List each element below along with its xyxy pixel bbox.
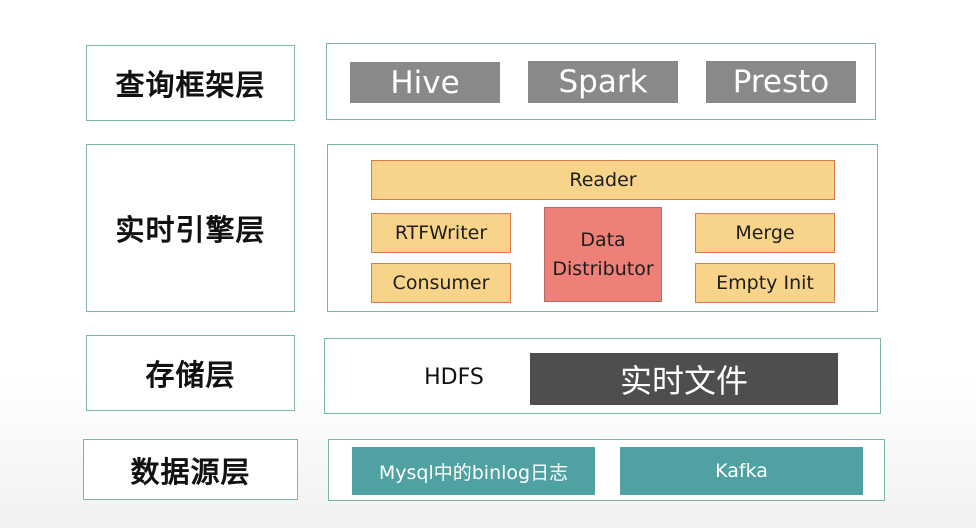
reader-label: Reader	[569, 169, 637, 191]
realtime-file-label: 实时文件	[619, 362, 748, 400]
hdfs-label: HDFS	[424, 364, 484, 390]
engine-layer-label-box: 实时引擎层	[86, 144, 295, 312]
hive-label: Hive	[390, 64, 460, 101]
distributor-label-line1: Data	[580, 228, 626, 251]
kafka-label: Kafka	[715, 460, 768, 482]
realtime-file-block: 实时文件	[530, 353, 838, 405]
empty-init-label: Empty Init	[716, 272, 814, 294]
merge-label: Merge	[735, 222, 795, 244]
query-layer-panel: Hive Spark Presto	[326, 43, 876, 120]
engine-layer-label: 实时引擎层	[115, 213, 266, 247]
source-layer-label: 数据源层	[130, 454, 251, 489]
query-layer-label: 查询框架层	[115, 68, 266, 102]
mysql-binlog-block: Mysql中的binlog日志	[352, 447, 595, 495]
source-layer-label-box: 数据源层	[83, 439, 298, 500]
engine-layer-panel: Reader RTFWriter Consumer Data Distribut…	[327, 144, 878, 312]
presto-block: Presto	[706, 61, 856, 103]
spark-block: Spark	[528, 61, 678, 103]
source-layer-panel: Mysql中的binlog日志 Kafka	[328, 439, 885, 501]
spark-label: Spark	[558, 64, 648, 100]
consumer-label: Consumer	[392, 272, 490, 294]
storage-layer-panel: HDFS 实时文件	[324, 338, 881, 414]
hive-block: Hive	[350, 62, 500, 103]
query-layer-label-box: 查询框架层	[86, 45, 295, 121]
rtfwriter-block: RTFWriter	[371, 213, 511, 253]
presto-label: Presto	[732, 64, 830, 100]
mysql-binlog-label: Mysql中的binlog日志	[378, 461, 569, 484]
storage-layer-label: 存储层	[145, 358, 236, 392]
storage-layer-label-box: 存储层	[86, 335, 295, 411]
consumer-block: Consumer	[371, 263, 511, 303]
reader-block: Reader	[371, 160, 835, 200]
data-distributor-block: Data Distributor	[544, 207, 662, 302]
hdfs-label-block: HDFS	[409, 357, 499, 397]
distributor-label-line2: Distributor	[552, 257, 654, 280]
merge-block: Merge	[695, 213, 835, 253]
empty-init-block: Empty Init	[695, 263, 835, 303]
kafka-block: Kafka	[620, 447, 863, 495]
rtfwriter-label: RTFWriter	[394, 222, 488, 244]
